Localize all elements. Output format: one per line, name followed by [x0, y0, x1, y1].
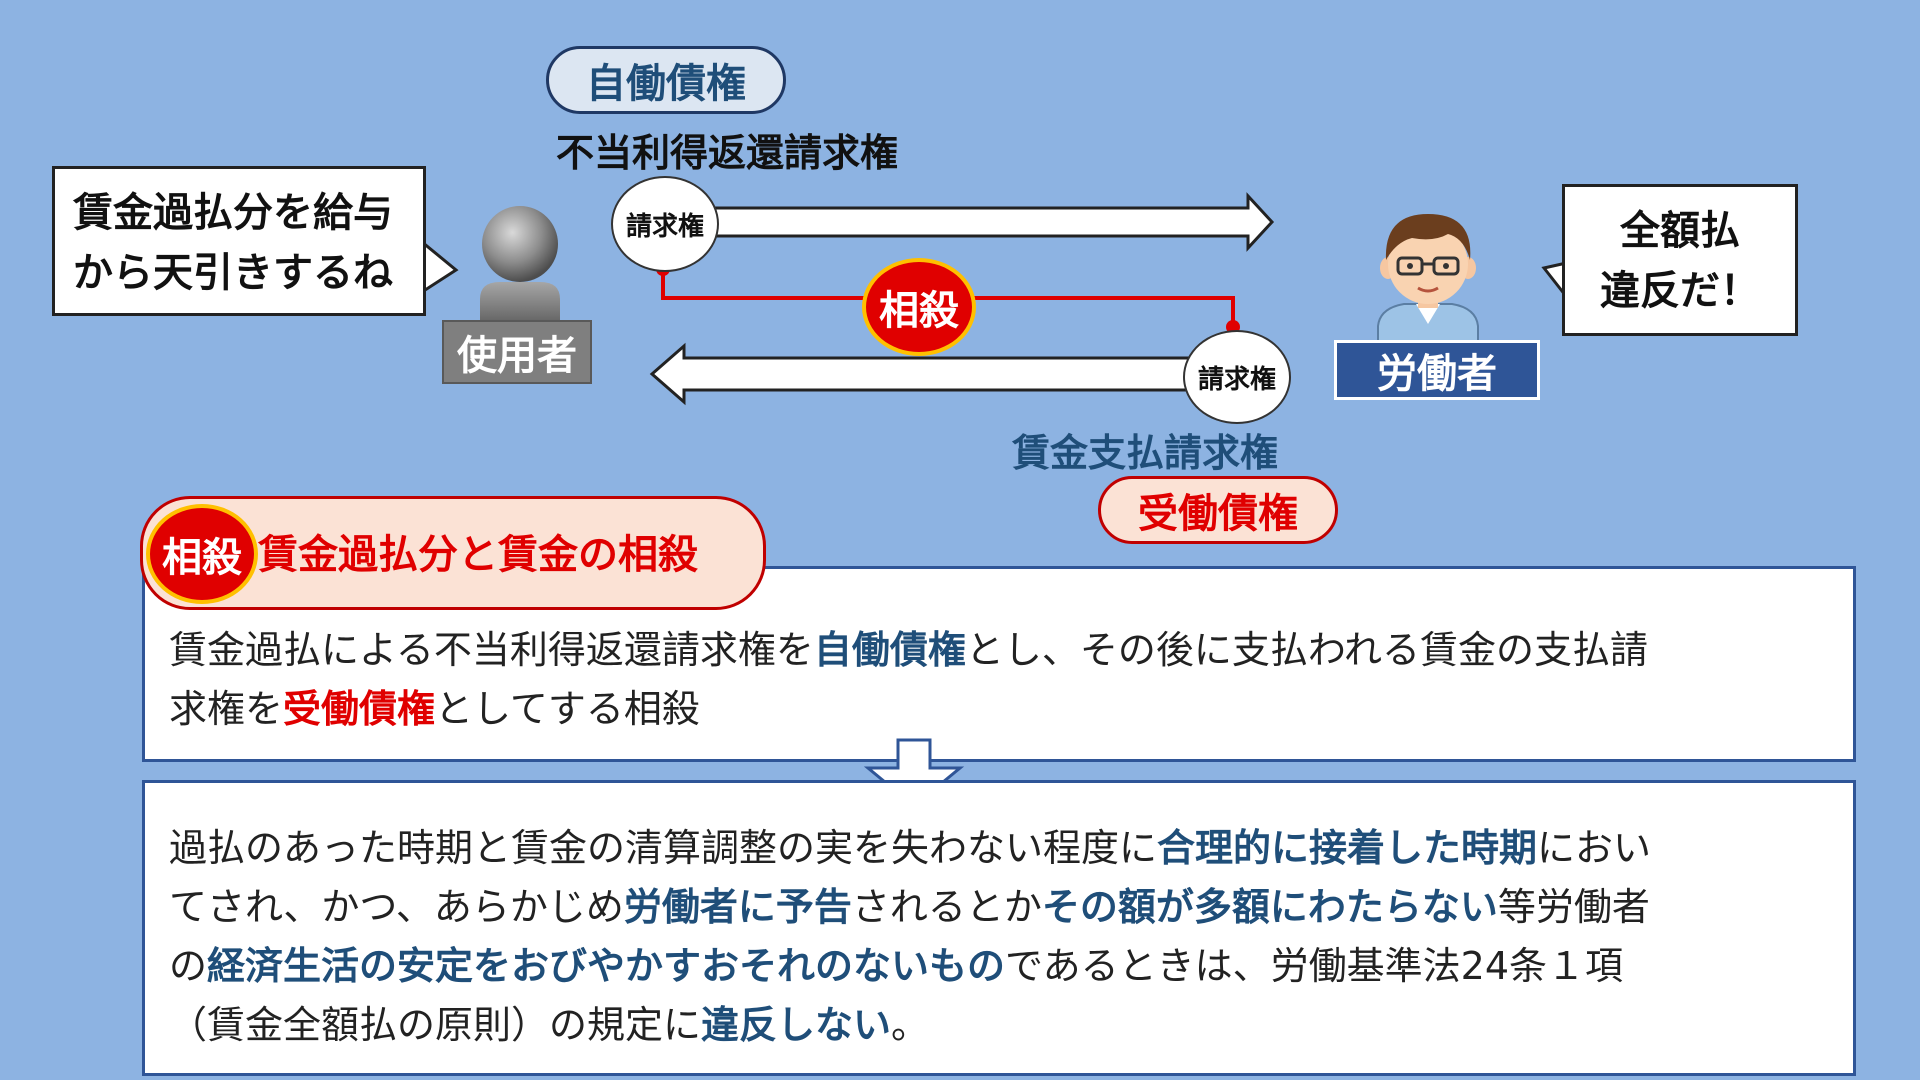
worker-speech-bubble: 全額払 違反だ！ [1562, 184, 1798, 336]
employer-name: 使用者 [457, 333, 577, 379]
judou-saiken-text: 受働債権 [1138, 491, 1298, 537]
rule-highlight: 合理的に接着した時期 [1157, 826, 1538, 870]
explanation-title: 賃金過払分と賃金の相殺 [258, 532, 698, 578]
rule-highlight: 労働者に予告 [623, 885, 852, 929]
employer-bubble-line-1: 賃金過払分を給与 [73, 190, 393, 236]
jidou-saiken-pill: 自働債権 [546, 46, 786, 114]
rule-text: てされ、かつ、あらかじめ [169, 885, 624, 929]
rule-text: （賃金全額払の原則）の規定に [169, 1003, 702, 1047]
worker-nameplate: 労働者 [1334, 340, 1540, 400]
rule-text: 。 [891, 1003, 930, 1047]
rule-highlight: 経済生活の安定をおびやかすおそれのないもの [207, 944, 1006, 988]
right-arrow [688, 192, 1275, 252]
explanation-text: 賃金過払による不当利得返還請求権を [169, 628, 814, 672]
rule-text: されるとか [851, 885, 1042, 929]
sousai-badge-header: 相殺 [146, 504, 258, 604]
employer-bubble-line-2: から天引きするね [73, 250, 393, 296]
employer-figure [480, 206, 560, 329]
explanation-jidou: 自働債権 [813, 628, 966, 672]
rule-text: の [169, 944, 208, 988]
worker-figure [1377, 214, 1479, 342]
left-arrow [649, 342, 1212, 406]
rule-panel: 過払のあった時期と賃金の清算調整の実を失わない程度に合理的に接着した時期におい … [142, 780, 1856, 1076]
explanation-line-1: 賃金過払による不当利得返還請求権を自働債権とし、その後に支払われる賃金の支払請 [169, 621, 1853, 680]
sousai-badge-diagram: 相殺 [862, 258, 976, 356]
rule-text: におい [1537, 826, 1652, 870]
rule-highlight: 違反しない [701, 1003, 892, 1047]
sousai-badge-header-text: 相殺 [162, 535, 242, 581]
rule-text: 過払のあった時期と賃金の清算調整の実を失わない程度に [169, 826, 1158, 870]
rule-line-1: 過払のあった時期と賃金の清算調整の実を失わない程度に合理的に接着した時期におい [169, 819, 1853, 878]
rule-text: であるときは、労働基準法24条１項 [1005, 944, 1624, 988]
rule-highlight: その額が多額にわたらない [1041, 885, 1498, 929]
worker-bubble-line-2: 違反だ！ [1600, 268, 1760, 314]
worker-bubble-line-1: 全額払 [1620, 208, 1740, 254]
judou-saiken-pill: 受働債権 [1098, 476, 1338, 544]
chingin-shiharai-label: 賃金支払請求権 [1012, 431, 1279, 475]
explanation-line-2: 求権を受働債権としてする相殺 [169, 680, 1853, 739]
sousai-badge-diagram-text: 相殺 [879, 288, 959, 334]
rule-line-2: てされ、かつ、あらかじめ労働者に予告されるとかその額が多額にわたらない等労働者 [169, 878, 1853, 937]
rule-text: 等労働者 [1497, 885, 1650, 929]
explanation-panel: 賃金過払による不当利得返還請求権を自働債権とし、その後に支払われる賃金の支払請 … [142, 566, 1856, 762]
rule-line-3: の経済生活の安定をおびやかすおそれのないものであるときは、労働基準法24条１項 [169, 937, 1853, 996]
worker-name: 労働者 [1377, 351, 1497, 397]
fuutou-ritoku-label: 不当利得返還請求権 [556, 131, 899, 175]
claim-top-text: 請求権 [625, 211, 704, 242]
employer-nameplate: 使用者 [442, 320, 592, 384]
explanation-judou: 受働債権 [283, 687, 436, 731]
explanation-text: としてする相殺 [435, 687, 700, 731]
jidou-saiken-text: 自働債権 [586, 61, 746, 107]
claim-bottom-text: 請求権 [1197, 364, 1276, 395]
employer-speech-bubble: 賃金過払分を給与 から天引きするね [52, 166, 426, 316]
rule-line-4: （賃金全額払の原則）の規定に違反しない。 [169, 996, 1853, 1055]
explanation-text: とし、その後に支払われる賃金の支払請 [965, 628, 1648, 672]
claim-circle-top: 請求権 [611, 176, 719, 272]
explanation-text: 求権を [169, 687, 284, 731]
claim-circle-bottom: 請求権 [1183, 330, 1291, 424]
